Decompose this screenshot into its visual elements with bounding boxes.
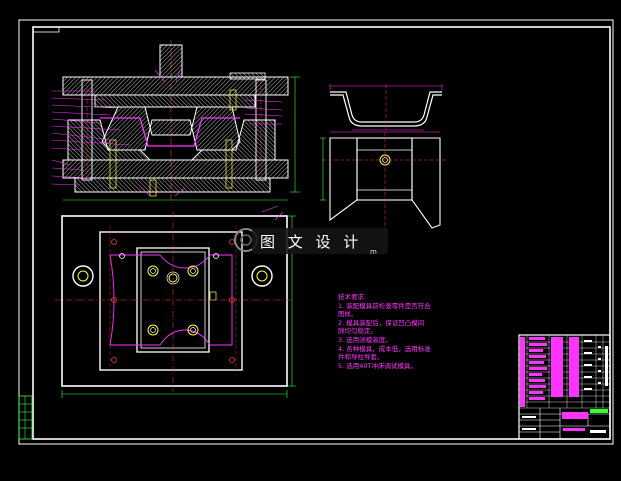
watermark: 图 文 设 计 m [232,222,392,258]
watermark-banner [252,228,388,254]
title-block [518,334,611,440]
lower-die-plan-view [55,205,296,398]
technical-note-line: 件和导柱导套。 [338,353,384,362]
technical-note-line: 隙均匀稳定。 [338,327,377,336]
part-profile-view [329,84,443,132]
drawing-frame [18,19,614,445]
technical-note-line: 5. 选用40T冲床调试模具。 [338,361,418,370]
part-plan-view [320,131,448,232]
technical-note-line: 图样。 [338,310,358,319]
assembly-section-view [51,40,300,205]
watermark-text: 图 文 设 计 [260,233,363,251]
technical-note-line: 4. 各种模具，成本低，选用标准 [338,344,431,353]
technical-notes-title: 技术要求: [338,293,367,301]
watermark-sub: m [370,248,377,256]
technical-note-line: 2. 模具装配后，保证凹凸模间 [338,318,425,327]
technical-note-line: 3. 选用闭模高度。 [338,335,392,344]
technical-note-line: 1. 装配模具前检查零件是否符合 [338,301,431,310]
technical-notes: 技术要求: 1. 装配模具前检查零件是否符合 图样。 2. 模具装配后，保证凹凸… [338,293,468,370]
margin-stamp [18,395,33,440]
